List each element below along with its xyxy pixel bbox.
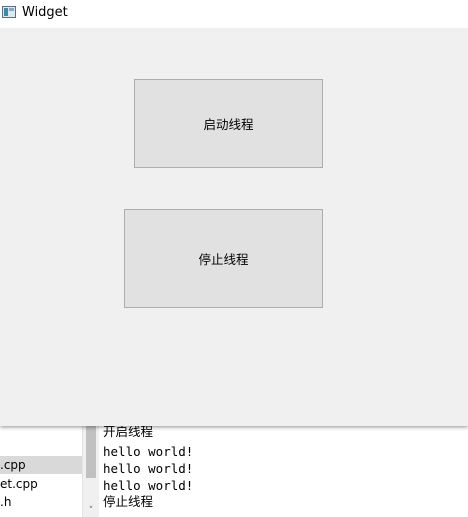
qt-window-icon xyxy=(2,6,16,18)
console-line: hello world! xyxy=(103,444,194,459)
console-line: hello world! xyxy=(103,478,194,493)
file-list-scrollbar[interactable]: ˅ xyxy=(82,426,99,517)
list-item-label: .cpp xyxy=(0,458,26,472)
stop-thread-button[interactable]: 停止线程 xyxy=(124,209,323,308)
list-item-label: .h xyxy=(0,495,12,509)
application-output: 开启线程 hello world! hello world! hello wor… xyxy=(99,426,468,517)
list-item[interactable]: .cpp xyxy=(0,456,82,474)
start-thread-button[interactable]: 启动线程 xyxy=(134,79,323,168)
console-line: 停止线程 xyxy=(103,494,154,509)
chevron-down-icon[interactable]: ˅ xyxy=(88,506,94,516)
list-item[interactable]: .h xyxy=(0,493,82,511)
window-titlebar[interactable]: Widget xyxy=(0,0,468,28)
list-item[interactable]: et.cpp xyxy=(0,475,82,493)
project-file-list[interactable]: .cpp et.cpp .h xyxy=(0,426,82,517)
scrollbar-thumb[interactable] xyxy=(86,426,96,478)
console-line: hello world! xyxy=(103,461,194,476)
window-client-area: 启动线程 停止线程 xyxy=(0,28,468,426)
console-line: 开启线程 xyxy=(103,426,154,439)
list-item-label: et.cpp xyxy=(0,477,38,491)
widget-window: Widget 启动线程 停止线程 xyxy=(0,0,468,426)
window-title: Widget xyxy=(22,5,68,20)
